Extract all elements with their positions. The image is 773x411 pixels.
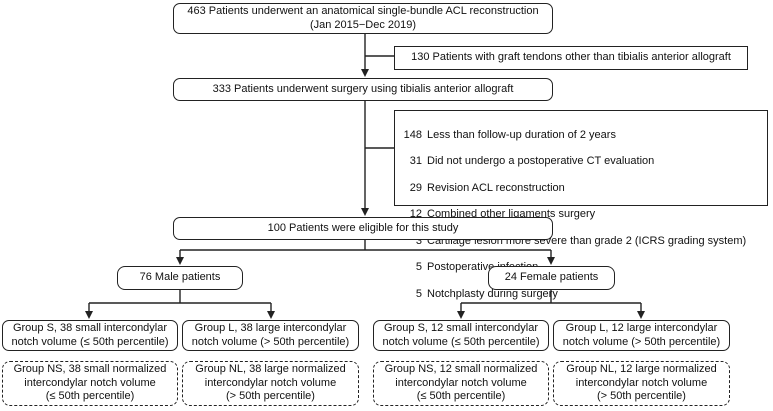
- allograft-surgery-box: 333 Patients underwent surgery using tib…: [173, 78, 553, 101]
- exclusion-reason: Less than follow-up duration of 2 years: [427, 128, 616, 141]
- exclusion-count: 5: [415, 261, 422, 273]
- exclusion-reason: Did not undergo a postoperative CT evalu…: [427, 155, 655, 167]
- exclusion-item: 5 Notchplasty during surgery: [400, 288, 763, 301]
- exclusion-reason: Revision ACL reconstruction: [427, 181, 565, 194]
- exclusion-count: 31: [409, 155, 422, 167]
- exclusion-count: 3: [415, 234, 422, 247]
- exclusion-count: 148: [403, 128, 422, 141]
- group-nl-female-box: Group NL, 12 large normalized intercondy…: [553, 361, 730, 406]
- group-s-female-box: Group S, 12 small intercondylar notch vo…: [373, 320, 549, 351]
- group-s-male-box: Group S, 38 small intercondylar notch vo…: [2, 320, 178, 351]
- group-ns-female-box: Group NS, 12 small normalized intercondy…: [373, 361, 549, 406]
- exclusion-count: 29: [409, 181, 422, 194]
- eligible-patients-box: 100 Patients were eligible for this stud…: [173, 217, 553, 240]
- female-patients-box: 24 Female patients: [488, 266, 615, 290]
- excluded-grafts-box: 130 Patients with graft tendons other th…: [394, 46, 748, 70]
- exclusion-item: 148 Less than follow-up duration of 2 ye…: [400, 129, 763, 142]
- group-ns-male-box: Group NS, 38 small normalized intercondy…: [2, 361, 178, 406]
- exclusion-item: 31 Did not undergo a postoperative CT ev…: [400, 155, 763, 168]
- group-nl-male-box: Group NL, 38 large normalized intercondy…: [182, 361, 359, 406]
- exclusion-count: 5: [415, 287, 422, 300]
- exclusion-item: 29 Revision ACL reconstruction: [400, 182, 763, 195]
- male-patients-box: 76 Male patients: [117, 266, 243, 290]
- group-l-male-box: Group L, 38 large intercondylar notch vo…: [182, 320, 359, 351]
- exclusion-criteria-box: 148 Less than follow-up duration of 2 ye…: [394, 110, 768, 300]
- exclusion-reason: Notchplasty during surgery: [427, 287, 558, 300]
- total-patients-box: 463 Patients underwent an anatomical sin…: [173, 3, 553, 34]
- group-l-female-box: Group L, 12 large intercondylar notch vo…: [553, 320, 730, 351]
